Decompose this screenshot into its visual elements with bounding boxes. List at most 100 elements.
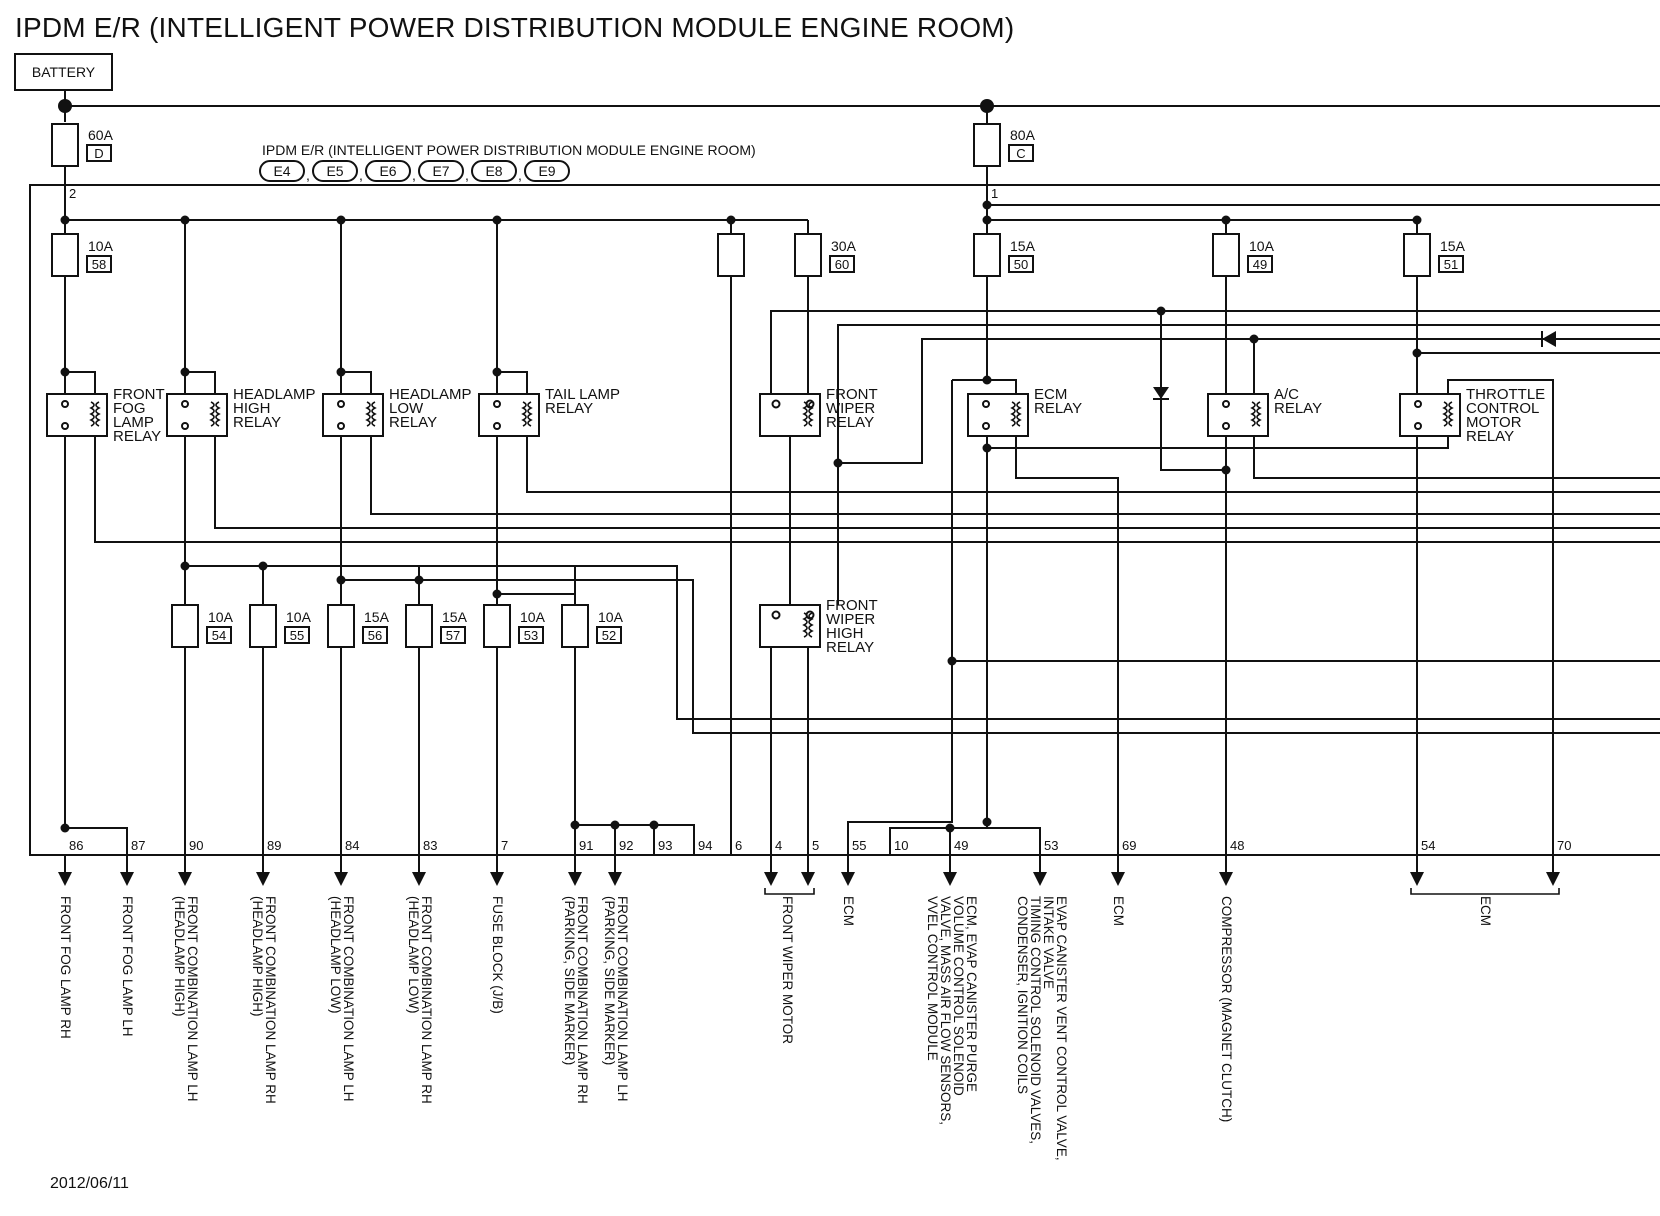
relay-front-fog-label: LAMP: [113, 414, 154, 431]
relay-throttle-control-motor-coil: [1448, 401, 1454, 427]
relay-ecm-coil: [1016, 401, 1022, 427]
relay-headlamp-low-contact: [337, 400, 345, 408]
relay-front-wiper-high-contact: [771, 610, 781, 620]
relay-front-wiper-label: WIPER: [826, 400, 875, 417]
terminal-55: 55: [852, 838, 866, 853]
bus-junction-dot: [982, 200, 992, 210]
destination-label: VOLUME CONTROL SOLENOID: [951, 896, 966, 1096]
terminal-junction-dot: [945, 823, 955, 833]
relay-throttle-control-motor-label: CONTROL: [1466, 400, 1539, 417]
connector-label: E4: [273, 163, 290, 179]
bus-junction-dot: [1412, 215, 1422, 225]
bus-junction-dot: [726, 215, 736, 225]
relay-front-wiper-contact: [771, 399, 781, 409]
bus-junction-dot: [180, 215, 190, 225]
fuse-54-id-box: [206, 626, 232, 644]
harness-arrow: [801, 872, 815, 886]
bus-junction-dot: [492, 215, 502, 225]
destination-label: FRONT COMBINATION LAMP RH: [419, 896, 434, 1104]
date-stamp: 2012/06/11: [50, 1175, 129, 1192]
fuse-58: [51, 233, 79, 277]
fuse-57-id: 57: [446, 628, 460, 643]
destination-label: EVAP CANISTER VENT CONTROL VALVE,: [1054, 896, 1069, 1161]
relay-front-fog-label: FOG: [113, 400, 146, 417]
terminal-2: 2: [69, 186, 76, 201]
fuse-52-id: 52: [602, 628, 616, 643]
destination-label: TIMING CONTROL SOLENOID VALVES,: [1028, 896, 1043, 1144]
high-beam-bus: [184, 436, 1660, 720]
destination-label: COMPRESSOR (MAGNET CLUTCH): [1219, 896, 1234, 1122]
harness-arrow: [58, 872, 72, 886]
fuse-52-id-box: [596, 626, 622, 644]
fuse-52-amp: 10A: [598, 609, 624, 625]
destination-label: ECM, EVAP CANISTER PURGE: [964, 896, 979, 1092]
coil-feed: [497, 371, 528, 394]
relay-headlamp-high-label: HIGH: [233, 400, 271, 417]
bus-junction-dot: [414, 575, 424, 585]
connector-separator: ,: [465, 167, 469, 183]
relay-front-wiper-coil: [808, 401, 814, 427]
connector-separator: ,: [412, 167, 416, 183]
bus-junction-dot: [336, 575, 346, 585]
destination-label: ECM: [1478, 896, 1493, 926]
fuse-51-id: 51: [1444, 257, 1458, 272]
fuse-60: [794, 233, 822, 277]
bus-junction-dot: [258, 561, 268, 571]
fog-coil-feed: [65, 371, 96, 394]
bus-junction-dot: [492, 589, 502, 599]
fuse-51: [1403, 233, 1431, 277]
relay-throttle-control-motor-label: MOTOR: [1466, 414, 1522, 431]
label-layer: IPDM E/R (INTELLIGENT POWER DISTRIBUTION…: [58, 127, 1571, 1161]
ecm-coil-feed: [952, 379, 1017, 394]
destination-label: (HEADLAMP HIGH): [172, 896, 187, 1017]
bus-junction-dot: [1221, 215, 1231, 225]
relay-headlamp-high-label: RELAY: [233, 414, 281, 431]
fuse-53: [483, 604, 511, 648]
fuse-50-amp: 15A: [1010, 238, 1036, 254]
relay-front-fog-contact: [61, 422, 69, 430]
relay-junction-dot: [492, 367, 502, 377]
relay-headlamp-low: [322, 393, 384, 437]
relay-ecm-label: RELAY: [1034, 400, 1082, 417]
terminal-10: 10: [894, 838, 908, 853]
harness-arrow: [568, 872, 582, 886]
terminal-89: 89: [267, 838, 281, 853]
relay-ecm-contact: [982, 422, 990, 430]
fuse-50-id-box: [1008, 255, 1034, 273]
terminal-48: 48: [1230, 838, 1244, 853]
harness-arrow: [764, 872, 778, 886]
signal-junction-dot: [1221, 465, 1231, 475]
fuse-56: [327, 604, 355, 648]
fusible-link-d-id: D: [94, 146, 103, 161]
fuse-55: [249, 604, 277, 648]
fusible-link-d: [51, 123, 79, 167]
fuse-51-amp: 15A: [1440, 238, 1466, 254]
harness-arrow: [490, 872, 504, 886]
harness-arrow: [120, 872, 134, 886]
relay-ac-label: RELAY: [1274, 400, 1322, 417]
component-layer: [46, 99, 1560, 895]
relay-tail-lamp-contact: [493, 400, 501, 408]
connector-label: E7: [432, 163, 449, 179]
harness-arrow: [943, 872, 957, 886]
fusible-link-c-id-box: [1008, 144, 1034, 162]
fuse-57: [405, 604, 433, 648]
destination-label: FRONT FOG LAMP RH: [58, 896, 73, 1039]
connector-label: E9: [538, 163, 555, 179]
fuse-56-amp: 15A: [364, 609, 390, 625]
destination-label: FRONT FOG LAMP LH: [120, 896, 135, 1037]
terminal-5: 5: [812, 838, 819, 853]
relay-ac-coil: [1256, 401, 1262, 427]
destination-label: (HEADLAMP LOW): [406, 896, 421, 1014]
terminal-junction-dot: [570, 820, 580, 830]
connector-separator: ,: [518, 167, 522, 183]
terminal-91: 91: [579, 838, 593, 853]
bus-junction-dot: [982, 215, 992, 225]
main-junction-dot: [980, 99, 994, 113]
relay-ac-contact: [1222, 422, 1230, 430]
connector-E5: [312, 160, 358, 182]
destination-label: ECM: [1111, 896, 1126, 926]
relay-front-wiper-high-label: WIPER: [826, 611, 875, 628]
signal-wire: [214, 436, 1660, 529]
